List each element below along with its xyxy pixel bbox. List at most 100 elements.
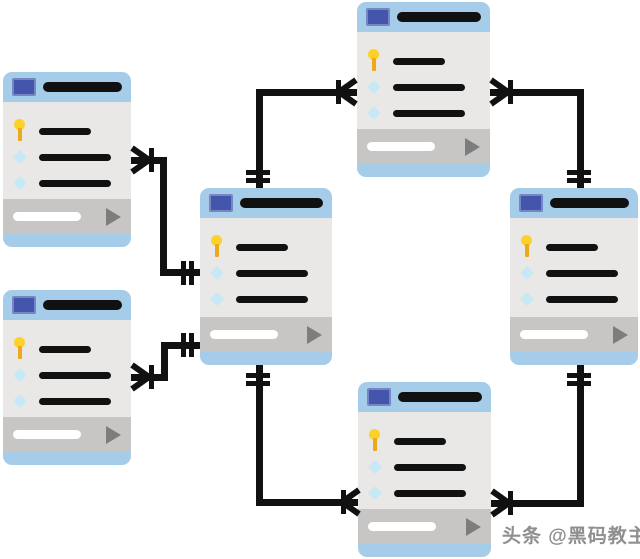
table-header xyxy=(358,382,491,412)
cardinality-tick xyxy=(246,373,270,378)
diamond-field-icon xyxy=(12,362,28,388)
diamond-field-icon xyxy=(12,170,28,196)
field-name-bar xyxy=(39,127,91,135)
table-footer xyxy=(510,317,638,352)
table-title-bar xyxy=(240,198,323,208)
key-icon xyxy=(209,234,225,260)
field-row xyxy=(358,454,491,480)
progress-pill xyxy=(367,142,435,151)
field-row xyxy=(3,118,131,144)
connector-segment-left-bottom--middle xyxy=(161,342,200,349)
field-row xyxy=(200,286,332,312)
cardinality-tick xyxy=(567,381,591,386)
table-title-bar xyxy=(398,392,482,402)
progress-pill xyxy=(210,330,278,339)
field-name-bar xyxy=(394,437,446,445)
progress-pill xyxy=(368,522,436,531)
field-row xyxy=(3,144,131,170)
diamond-field-icon xyxy=(519,260,535,286)
field-row xyxy=(200,260,332,286)
table-fields xyxy=(357,32,490,129)
card-bottom-strip xyxy=(358,544,491,557)
table-bottom xyxy=(358,382,491,557)
table-fields xyxy=(358,412,491,509)
field-row xyxy=(358,480,491,506)
play-icon xyxy=(465,137,480,156)
diamond-field-icon xyxy=(12,388,28,414)
play-icon xyxy=(466,517,481,536)
table-title-bar xyxy=(397,12,481,22)
connector-segment-bottom--right xyxy=(577,365,584,506)
field-name-bar xyxy=(39,179,111,187)
table-title-bar xyxy=(43,82,122,92)
cardinality-tick xyxy=(336,80,341,104)
table-middle xyxy=(200,188,332,365)
table-fields xyxy=(200,218,332,317)
table-footer xyxy=(358,509,491,544)
cardinality-tick xyxy=(567,178,591,183)
connector-segment-top--right xyxy=(490,89,584,96)
connector-segment-top--middle xyxy=(256,89,357,96)
play-icon xyxy=(106,425,121,444)
field-name-bar xyxy=(546,295,618,303)
play-icon xyxy=(307,325,322,344)
key-icon xyxy=(366,48,382,74)
cardinality-tick xyxy=(189,261,194,285)
table-header xyxy=(510,188,638,218)
key-icon xyxy=(367,428,383,454)
field-row xyxy=(3,170,131,196)
field-name-bar xyxy=(39,397,111,405)
diamond-field-icon xyxy=(12,144,28,170)
field-name-bar xyxy=(394,463,466,471)
cardinality-tick xyxy=(189,333,194,357)
field-name-bar xyxy=(236,243,288,251)
table-fields xyxy=(3,320,131,417)
connector-segment-top--right xyxy=(577,89,584,188)
field-row xyxy=(3,388,131,414)
connector-segment-left-bottom--middle xyxy=(161,342,168,381)
table-right xyxy=(510,188,638,365)
cardinality-tick xyxy=(567,373,591,378)
cardinality-tick xyxy=(181,261,186,285)
field-row xyxy=(3,336,131,362)
cardinality-tick xyxy=(181,333,186,357)
progress-pill xyxy=(13,212,81,221)
cardinality-tick xyxy=(567,170,591,175)
key-icon xyxy=(519,234,535,260)
watermark-text: 头条 @黑码教主 xyxy=(502,526,640,547)
table-fields xyxy=(510,218,638,317)
diamond-field-icon xyxy=(209,286,225,312)
connector-segment-top--middle xyxy=(256,89,263,188)
diamond-field-icon xyxy=(519,286,535,312)
field-name-bar xyxy=(393,57,445,65)
field-row xyxy=(357,48,490,74)
key-icon xyxy=(12,118,28,144)
key-icon xyxy=(12,336,28,362)
table-title-bar xyxy=(550,198,629,208)
table-left-bottom xyxy=(3,290,131,465)
diamond-field-icon xyxy=(366,100,382,126)
connector-segment-bottom--middle xyxy=(256,499,358,506)
field-row xyxy=(510,260,638,286)
card-bottom-strip xyxy=(3,234,131,247)
table-top xyxy=(357,2,490,177)
field-name-bar xyxy=(394,489,466,497)
connector-segment-left-bottom--middle xyxy=(131,374,168,381)
diamond-field-icon xyxy=(367,454,383,480)
connector-segment-bottom--middle xyxy=(256,365,263,506)
field-name-bar xyxy=(393,109,465,117)
cardinality-tick xyxy=(246,381,270,386)
field-row xyxy=(510,234,638,260)
window-icon xyxy=(519,194,543,212)
progress-pill xyxy=(13,430,81,439)
card-bottom-strip xyxy=(357,164,490,177)
connector-segment-left-top--middle xyxy=(160,157,167,276)
connector-segment-bottom--right xyxy=(491,500,584,507)
field-name-bar xyxy=(39,153,111,161)
field-name-bar xyxy=(546,269,618,277)
field-name-bar xyxy=(39,345,91,353)
field-row xyxy=(510,286,638,312)
crow-foot-many-icon xyxy=(130,145,151,175)
table-left-top xyxy=(3,72,131,247)
